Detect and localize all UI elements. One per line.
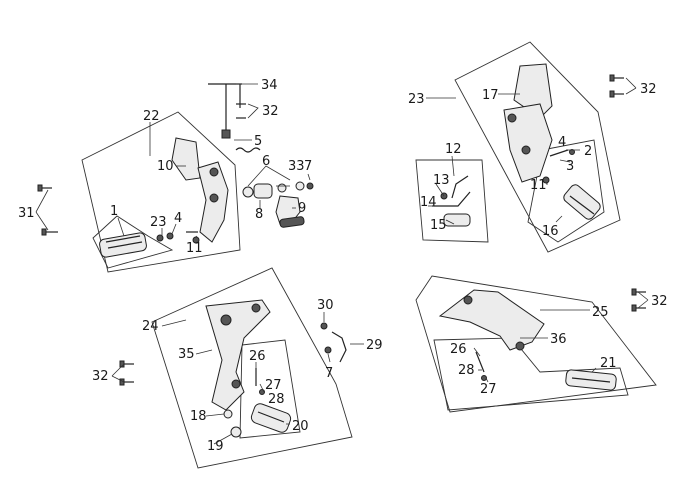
leader-lines [35, 77, 649, 445]
sub-outline-top-left-peg [92, 215, 174, 269]
part-bolts-32-top-right [609, 74, 624, 98]
callout-32b: 32 [640, 82, 657, 97]
callout-20: 20 [292, 419, 309, 434]
callout-31: 31 [18, 206, 35, 221]
callout-23a: 23 [150, 215, 167, 230]
group-outline-top-right [454, 41, 621, 253]
callout-22: 22 [143, 109, 160, 124]
part-bracket-top-left [171, 137, 229, 243]
callout-19: 19 [207, 439, 224, 454]
callout-7a: 7 [304, 159, 312, 174]
callout-28b: 28 [458, 363, 475, 378]
callout-4a: 4 [174, 211, 182, 226]
part-bolts-31 [37, 184, 58, 236]
part-washers-18-19 [223, 409, 242, 438]
callout-36: 36 [550, 332, 567, 347]
callout-27b: 27 [480, 382, 497, 397]
part-pins-bottom-right [475, 351, 487, 381]
callout-32a: 32 [262, 104, 279, 119]
callout-7b: 7 [325, 366, 333, 381]
callout-12: 12 [445, 142, 462, 157]
part-bracket-bottom-left [205, 299, 271, 411]
callout-15: 15 [430, 218, 447, 233]
callout-26b: 26 [450, 342, 467, 357]
callout-8: 8 [255, 207, 263, 222]
callout-17: 17 [482, 88, 499, 103]
sub-outline-top-right-peg [527, 139, 605, 243]
part-footpeg-top-right [563, 184, 601, 220]
callout-5: 5 [254, 134, 262, 149]
callout-14: 14 [420, 195, 437, 210]
callout-6: 6 [262, 154, 270, 169]
callout-3: 3 [566, 159, 574, 174]
callout-10: 10 [157, 159, 174, 174]
part-bolts-32-bottom-right [631, 288, 646, 312]
callout-35: 35 [178, 347, 195, 362]
callout-34: 34 [261, 78, 278, 93]
callout-24: 24 [142, 319, 159, 334]
callout-21: 21 [600, 356, 617, 371]
part-shift-lever-12 [432, 175, 471, 227]
callout-1: 1 [110, 204, 118, 219]
group-outline-shift-lever [415, 159, 489, 243]
callout-2: 2 [584, 144, 592, 159]
callout-30: 30 [317, 298, 334, 313]
callout-33: 33 [288, 159, 305, 174]
callout-13: 13 [433, 173, 450, 188]
part-footpeg-bottom-left [250, 403, 292, 433]
callout-32d: 32 [651, 294, 668, 309]
callout-32c: 32 [92, 369, 109, 384]
callout-25: 25 [592, 305, 609, 320]
part-bracket-top-right [503, 63, 553, 183]
part-hardware-top-right [542, 149, 575, 184]
part-hardware-top-left [156, 231, 200, 244]
part-link-29 [320, 322, 347, 363]
part-footpeg-bottom-right [565, 369, 617, 391]
callout-11b: 11 [530, 178, 547, 193]
callout-29: 29 [366, 338, 383, 353]
callout-26a: 26 [249, 349, 266, 364]
part-rod-34 [208, 83, 242, 139]
part-bracket-bottom-right [438, 289, 545, 351]
callout-23b: 23 [408, 92, 425, 107]
part-spring-5 [235, 147, 261, 153]
group-outline-bottom-left [151, 267, 353, 469]
callout-16: 16 [542, 224, 559, 239]
callout-28a: 28 [268, 392, 285, 407]
callout-11a: 11 [186, 241, 203, 256]
sub-outline-bottom-left-peg [239, 339, 301, 439]
callout-18: 18 [190, 409, 207, 424]
part-bolts-32-top-mid [236, 103, 246, 119]
callout-4b: 4 [558, 135, 566, 150]
callout-27a: 27 [265, 378, 282, 393]
callout-9: 9 [298, 201, 306, 216]
part-footpeg-top-left [99, 232, 147, 258]
